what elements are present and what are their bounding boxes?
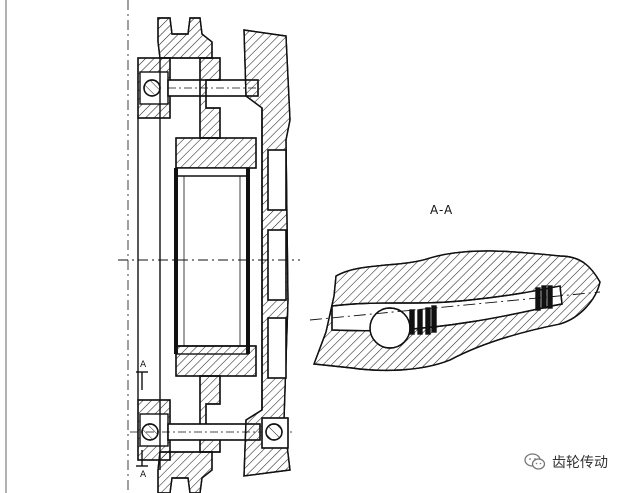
section-aa-view bbox=[309, 250, 601, 372]
centerline bbox=[118, 0, 300, 493]
section-mark-top-label: A bbox=[140, 360, 147, 370]
bottom-gear-teeth bbox=[157, 451, 213, 493]
watermark-text: 齿轮传动 bbox=[552, 455, 608, 471]
main-section-view bbox=[118, 0, 300, 493]
watermark: 齿轮传动 bbox=[524, 452, 608, 472]
top-gear-teeth bbox=[157, 17, 213, 59]
bearing-ring-top bbox=[175, 137, 257, 169]
bolt-top bbox=[167, 79, 259, 97]
left-flange-bottom bbox=[137, 399, 171, 461]
section-title: A-A bbox=[430, 203, 454, 217]
right-housing bbox=[243, 29, 291, 477]
section-aa-pins-left bbox=[409, 305, 437, 335]
bearing-ring-bottom bbox=[175, 345, 257, 377]
left-flange-top bbox=[137, 57, 171, 119]
bore bbox=[174, 167, 250, 355]
section-mark-bottom-label: A bbox=[140, 470, 147, 480]
wechat-icon bbox=[524, 453, 546, 470]
section-cut-marker bbox=[136, 371, 148, 467]
hub-top bbox=[199, 57, 221, 139]
section-aa-pins-right bbox=[535, 285, 553, 311]
